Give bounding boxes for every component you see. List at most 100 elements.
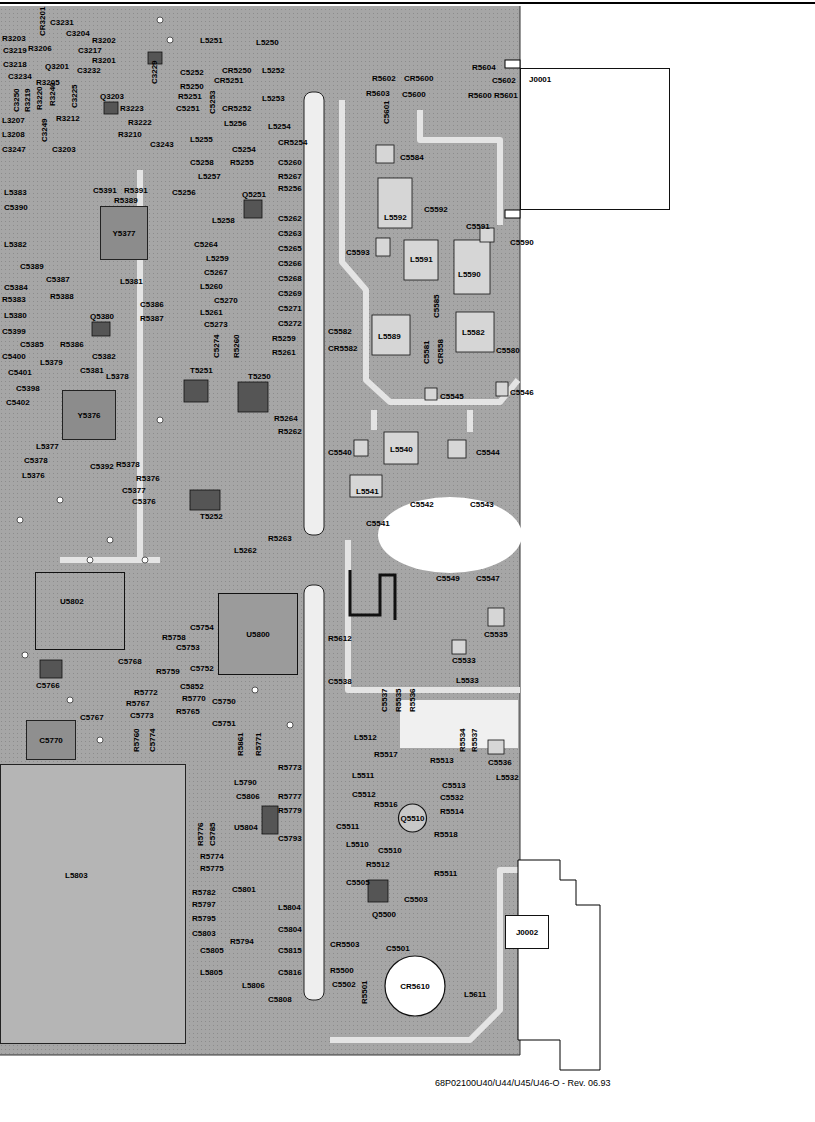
reference-designator: R5758	[162, 633, 186, 642]
reference-designator: R5770	[182, 694, 206, 703]
reference-designator: L5590	[458, 270, 481, 279]
reference-designator: C5512	[352, 790, 376, 799]
reference-designator: R5267	[278, 172, 302, 181]
reference-designator: R5262	[278, 427, 302, 436]
reference-designator: R5383	[2, 295, 26, 304]
part-label: L5803	[65, 871, 88, 880]
reference-designator: R5795	[192, 914, 216, 923]
reference-designator: C5542	[410, 500, 434, 509]
reference-designator: L5512	[354, 733, 377, 742]
reference-designator: R5255	[230, 158, 254, 167]
reference-designator: C5804	[278, 925, 302, 934]
reference-designator: Q5251	[242, 190, 266, 199]
reference-designator: L5258	[212, 216, 235, 225]
reference-designator: C5815	[278, 946, 302, 955]
reference-designator: C3203	[52, 145, 76, 154]
reference-designator: C5398	[16, 384, 40, 393]
reference-designator: L5261	[200, 308, 223, 317]
reference-designator: R5391	[124, 186, 148, 195]
reference-designator: C5538	[328, 677, 352, 686]
reference-designator: C5816	[278, 968, 302, 977]
reference-designator: R5388	[50, 292, 74, 301]
reference-designator: C5503	[404, 895, 428, 904]
reference-designator: C5401	[8, 368, 32, 377]
reference-designator: R5264	[274, 414, 298, 423]
reference-designator: R5260	[232, 334, 241, 358]
reference-designator: L5582	[462, 328, 485, 337]
reference-designator: L5533	[456, 676, 479, 685]
reference-designator: C5808	[268, 995, 292, 1004]
reference-designator: Q5380	[90, 312, 114, 321]
reference-designator: R5516	[374, 800, 398, 809]
reference-designator: L5256	[224, 119, 247, 128]
reference-designator: C5580	[496, 346, 520, 355]
reference-designator: L5541	[356, 487, 379, 496]
reference-designator: R5760	[132, 728, 141, 752]
reference-designator: L5532	[496, 773, 519, 782]
reference-designator: R5251	[178, 92, 202, 101]
reference-designator: R5774	[200, 852, 224, 861]
reference-designator: R5534	[458, 728, 467, 752]
reference-designator: C5269	[278, 289, 302, 298]
reference-designator: C3204	[66, 29, 90, 38]
reference-designator: L5250	[256, 38, 279, 47]
reference-designator: L3208	[2, 130, 25, 139]
reference-designator: C5382	[92, 352, 116, 361]
part-label: Y5376	[77, 411, 100, 420]
part-label: Q5510	[400, 814, 424, 823]
reference-designator: L5252	[262, 66, 285, 75]
reference-designator: CR5251	[214, 76, 243, 85]
reference-designator: C5541	[366, 519, 390, 528]
reference-designator: C5256	[172, 188, 196, 197]
reference-designator: L5540	[390, 445, 413, 454]
reference-designator: C5378	[24, 456, 48, 465]
reference-designator: R5600	[468, 91, 492, 100]
reference-designator: C3217	[78, 46, 102, 55]
reference-designator: C5540	[328, 448, 352, 457]
reference-designator: L3207	[2, 116, 25, 125]
reference-designator: C3225	[70, 84, 79, 108]
reference-designator: R5389	[114, 196, 138, 205]
reference-designator: C5266	[278, 259, 302, 268]
reference-designator: R5500	[330, 966, 354, 975]
reference-designator: L5381	[120, 277, 143, 286]
reference-designator: L5376	[22, 471, 45, 480]
reference-designator: R5536	[408, 688, 417, 712]
reference-designator: C5785	[208, 822, 217, 846]
reference-designator: C5852	[180, 682, 204, 691]
reference-designator: C5592	[424, 205, 448, 214]
reference-designator: C5502	[332, 980, 356, 989]
part-label: U5800	[246, 630, 270, 639]
reference-designator: R5612	[328, 634, 352, 643]
reference-designator: C5251	[176, 104, 200, 113]
reference-designator: L5591	[410, 255, 433, 264]
reference-designator: T5252	[200, 512, 223, 521]
reference-designator: C5510	[378, 846, 402, 855]
reference-designator: C5600	[402, 90, 426, 99]
reference-designator: C5591	[466, 222, 490, 231]
reference-designator: C5544	[476, 448, 500, 457]
reference-designator: L5790	[234, 778, 257, 787]
connector-housing: J0001	[520, 68, 670, 210]
reference-designator: L5380	[4, 311, 27, 320]
reference-designator: C5258	[190, 158, 214, 167]
reference-designator: R3202	[92, 36, 116, 45]
reference-designator: CR5254	[278, 138, 307, 147]
reference-designator: C5267	[204, 268, 228, 277]
reference-designator: R5512	[366, 860, 390, 869]
part-label: Y5377	[112, 229, 135, 238]
reference-designator: L5257	[198, 172, 221, 181]
reference-designator: T5250	[248, 372, 271, 381]
reference-designator: C3247	[2, 145, 26, 154]
reference-designator: C5385	[20, 340, 44, 349]
reference-designator: R5376	[136, 474, 160, 483]
reference-designator: C3219	[3, 46, 27, 55]
ic-package: U5800	[218, 593, 298, 675]
reference-designator: C5545	[440, 392, 464, 401]
reference-designator: C5549	[436, 574, 460, 583]
reference-designator: C5392	[90, 462, 114, 471]
crystal-filter: Y5376	[62, 390, 116, 440]
reference-designator: R5772	[134, 688, 158, 697]
reference-designator: C5767	[80, 713, 104, 722]
reference-designator: R5777	[278, 792, 302, 801]
